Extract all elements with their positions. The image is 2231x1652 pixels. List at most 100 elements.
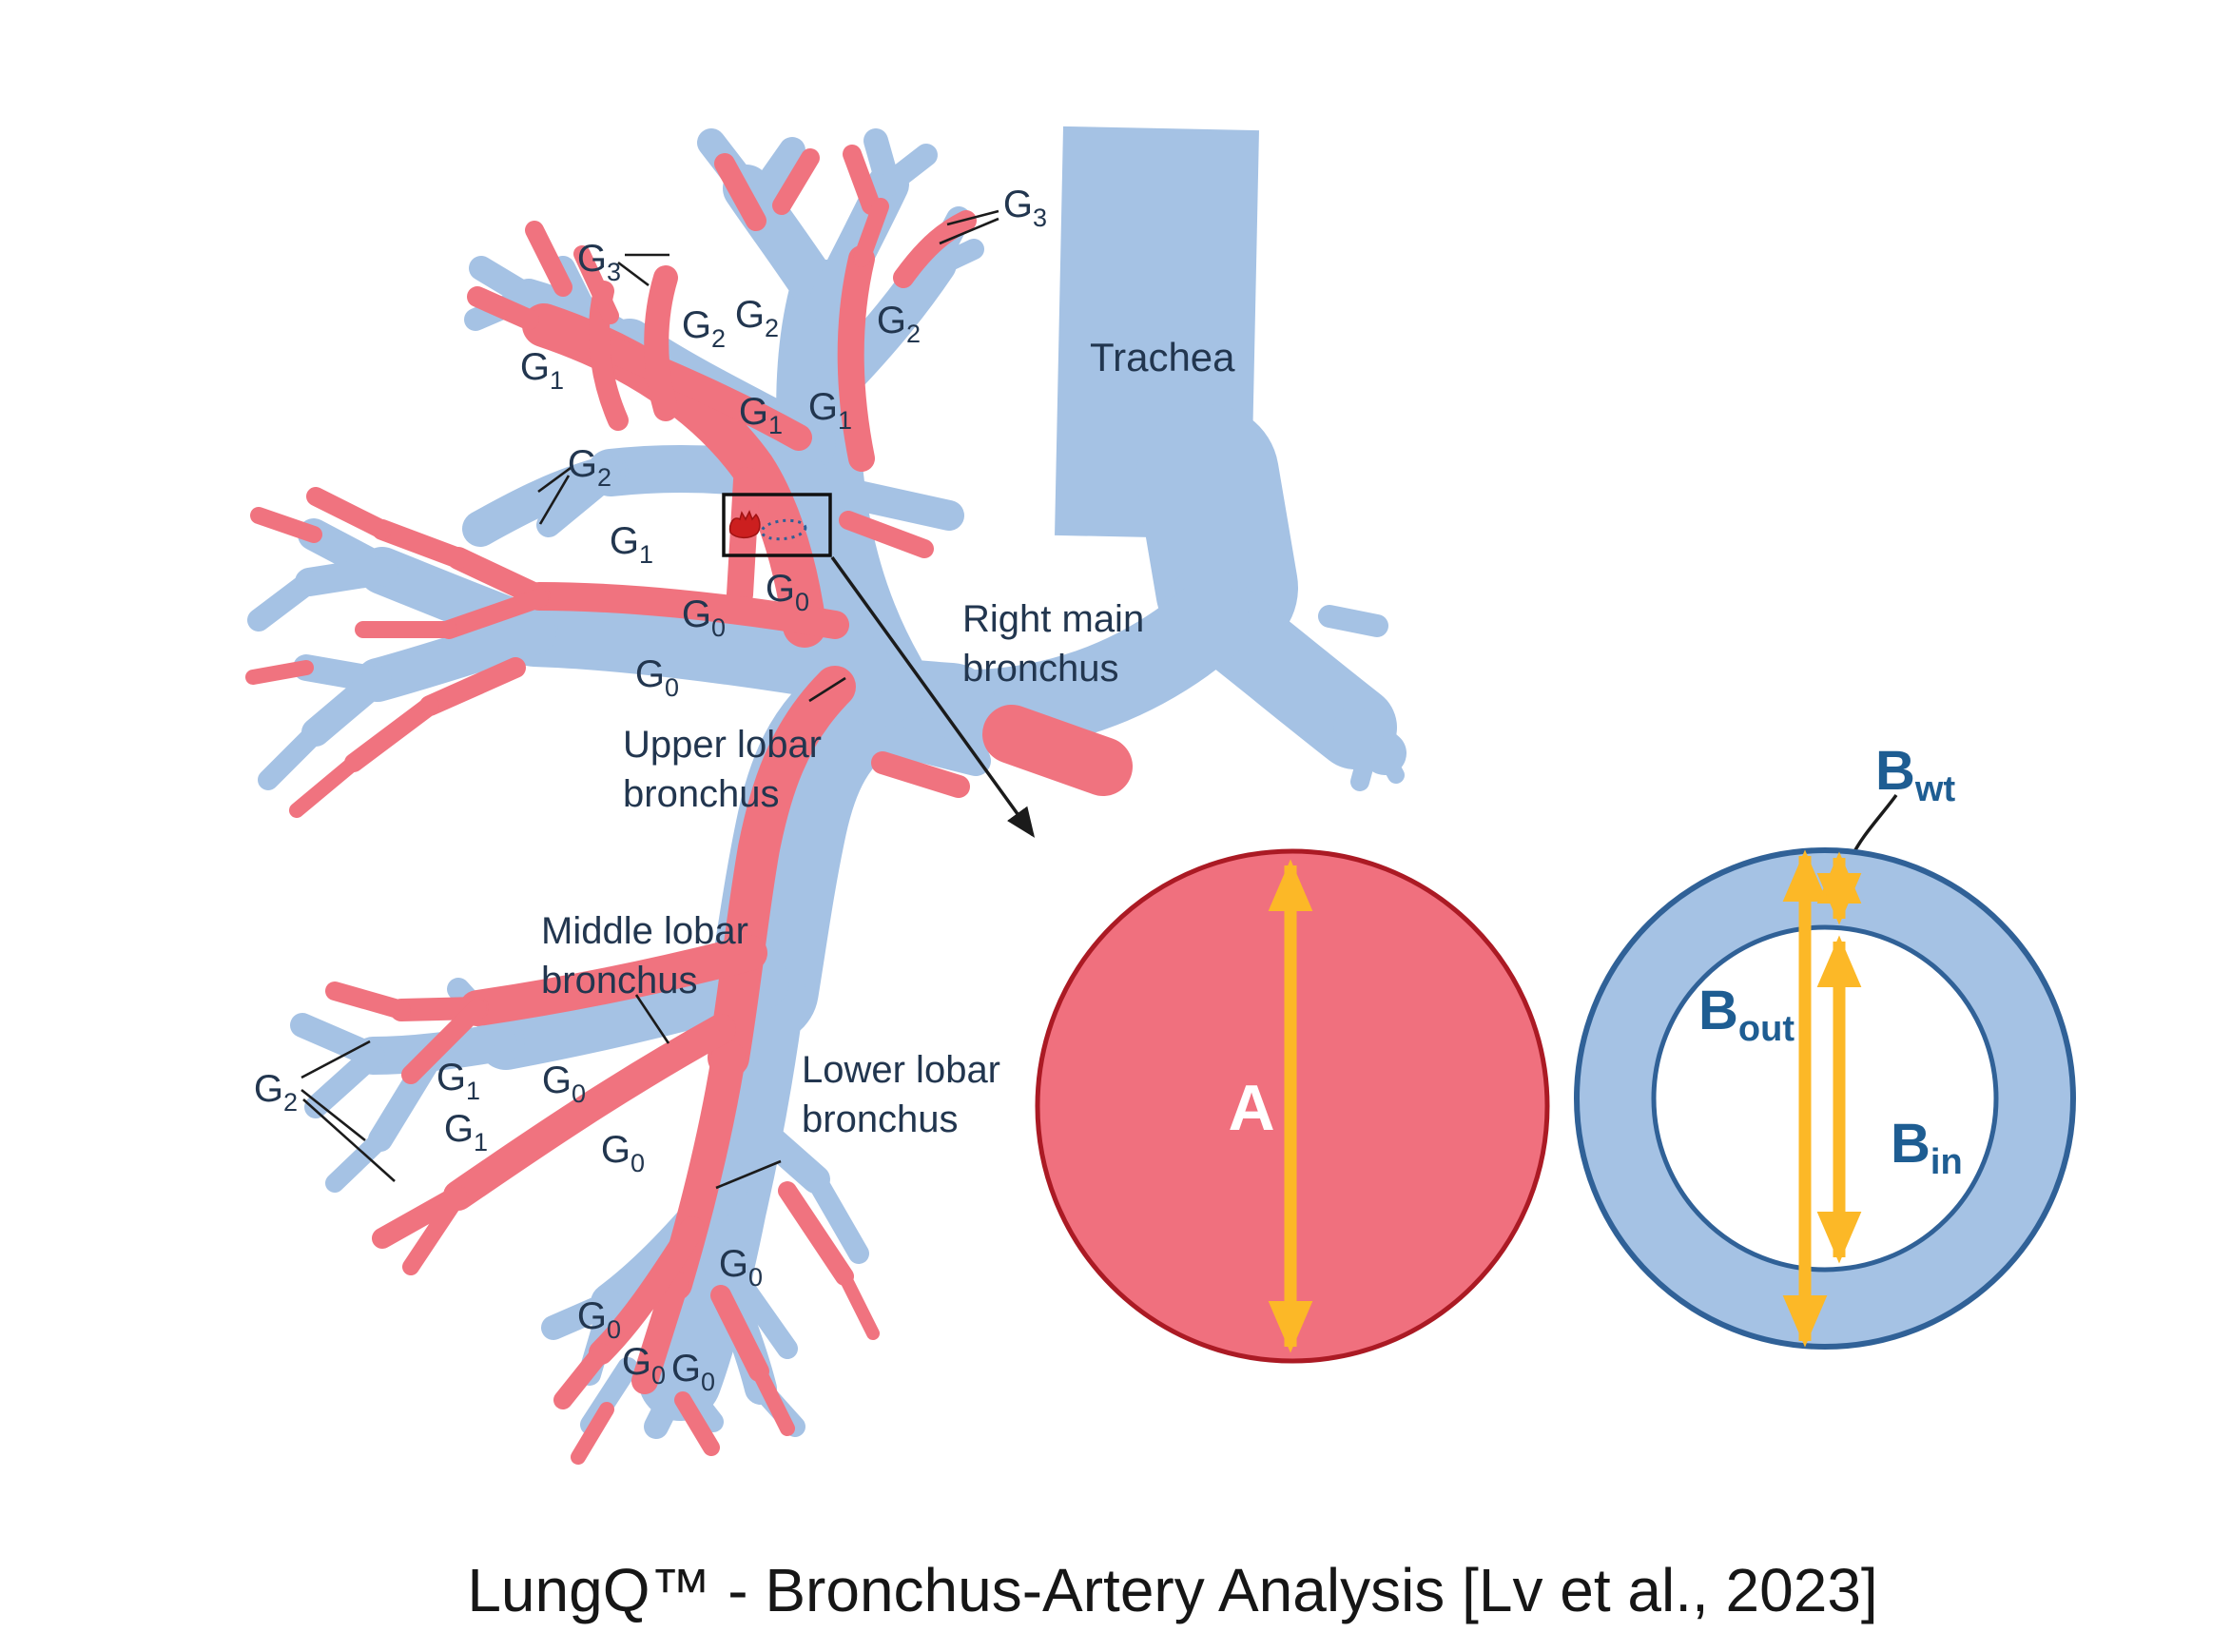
generation-label-g0: G0 [719,1243,763,1292]
artery-branch [838,1270,880,1340]
artery-branch [401,999,487,1084]
artery-branch [843,145,881,215]
artery-branch [344,696,439,772]
bronchus-cross-section-icon [760,518,807,541]
generation-label-g2: G2 [877,300,921,348]
artery-branch [573,245,619,324]
bronchus-branch [669,1369,724,1432]
artery-branch [467,286,539,330]
bronchus-wall-label: Bwt [1875,740,1955,809]
bronchus-branch [743,137,805,215]
bronchus-branch [301,666,392,747]
generation-label-g1: G1 [808,386,852,435]
bronchus-branch [1136,404,1298,659]
artery-branch [839,511,934,558]
lower-lobar-bronchus-label: Lower lobar bronchus [802,1049,1000,1140]
inset-box [722,493,832,557]
artery-branch [250,507,322,543]
generation-label-g2: G2 [568,443,611,492]
artery-branch [589,1216,705,1365]
bronchus-branch [877,725,991,776]
bronchus-branch [325,1130,390,1193]
bronchus-branch [1350,730,1381,791]
bronchus-branch [247,571,320,632]
generation-label-g0: G0 [682,593,726,642]
pointer-line [946,209,999,226]
generation-label-g0: G0 [601,1129,645,1177]
pointer-line [939,217,999,245]
artery-diameter-label: A [1228,1072,1274,1144]
generation-label-g1: G1 [610,520,653,569]
artery-branch [459,935,767,1026]
artery-cross-section-icon [728,510,761,539]
artery-branch [571,1402,614,1465]
trachea-label: Trachea [1090,335,1235,379]
pointer-line [538,475,571,525]
upper-lobar-line2: bronchus [623,773,780,815]
artery-branch [644,265,678,421]
generation-label-g3: G3 [577,238,621,286]
generation-label-g2: G2 [254,1068,298,1117]
bronchus-branch [258,722,326,790]
bronchus-branch [498,594,890,704]
artery-branch [447,547,551,608]
generation-label-g1: G1 [436,1057,480,1105]
bronchus-branch [1370,735,1405,784]
generation-label-g0: G0 [635,653,679,702]
bronchus-branch [1318,605,1388,637]
bronchus-branch [356,611,556,702]
artery-branch [372,519,469,569]
artery-branch [325,981,411,1020]
pointer-line [301,1088,366,1142]
bronchus-branch [737,1108,830,1194]
artery-branch [871,751,970,798]
bwt-pointer-curve [1849,793,1898,860]
artery-branch [714,153,766,231]
bronchus-branch [877,144,938,196]
artery-branch [525,221,572,297]
bronchus-inner-circle [1651,924,1999,1273]
bronchus-branch [731,1273,798,1359]
right-main-bronchus-label: Right main bronchus [962,598,1144,690]
generation-label-g0: G0 [766,568,809,616]
bronchus-branch [839,479,964,531]
right-main-line1: Right main [962,598,1144,640]
artery-branch [245,660,314,685]
generation-label-g1: G1 [444,1108,488,1156]
artery-branch [289,755,361,818]
bronchus-branch [927,239,984,277]
bronchus-branch [304,1044,384,1118]
pointer-line [715,1159,782,1190]
middle-lobar-bronchus-label: Middle lobar bronchus [541,910,748,1001]
lower-lobar-line1: Lower lobar [802,1049,1000,1091]
bronchus-branch [708,644,925,1044]
generation-label-g1: G1 [739,391,783,439]
pointer-line [302,1098,396,1182]
artery-branch [853,198,889,267]
bronchus-branch [536,463,621,537]
pointer-line [301,1040,371,1079]
bronchus-branch [295,556,397,596]
artery-branch [893,210,977,288]
artery-branch [708,666,856,1079]
artery-branch [710,1285,769,1382]
lower-lobar-line2: bronchus [802,1098,959,1140]
bronchial-tree-arteries [245,145,1133,1465]
generation-label-g2: G2 [735,294,779,342]
artery-branch [439,589,549,639]
generation-label-g3: G3 [1003,184,1047,232]
measure-arrows [1268,849,1862,1353]
pointer-lines [301,209,1898,1190]
generation-label-g0: G0 [671,1348,715,1396]
artery-branch [525,582,849,639]
artery-branch [751,1364,795,1436]
generation-label-g1: G1 [520,346,564,395]
generation-label-g2: G2 [682,304,726,353]
middle-lobar-line1: Middle lobar [541,910,748,952]
generation-label-g0: G0 [577,1295,621,1344]
artery-branch [778,1181,854,1286]
generation-label-g0: G0 [542,1059,586,1108]
